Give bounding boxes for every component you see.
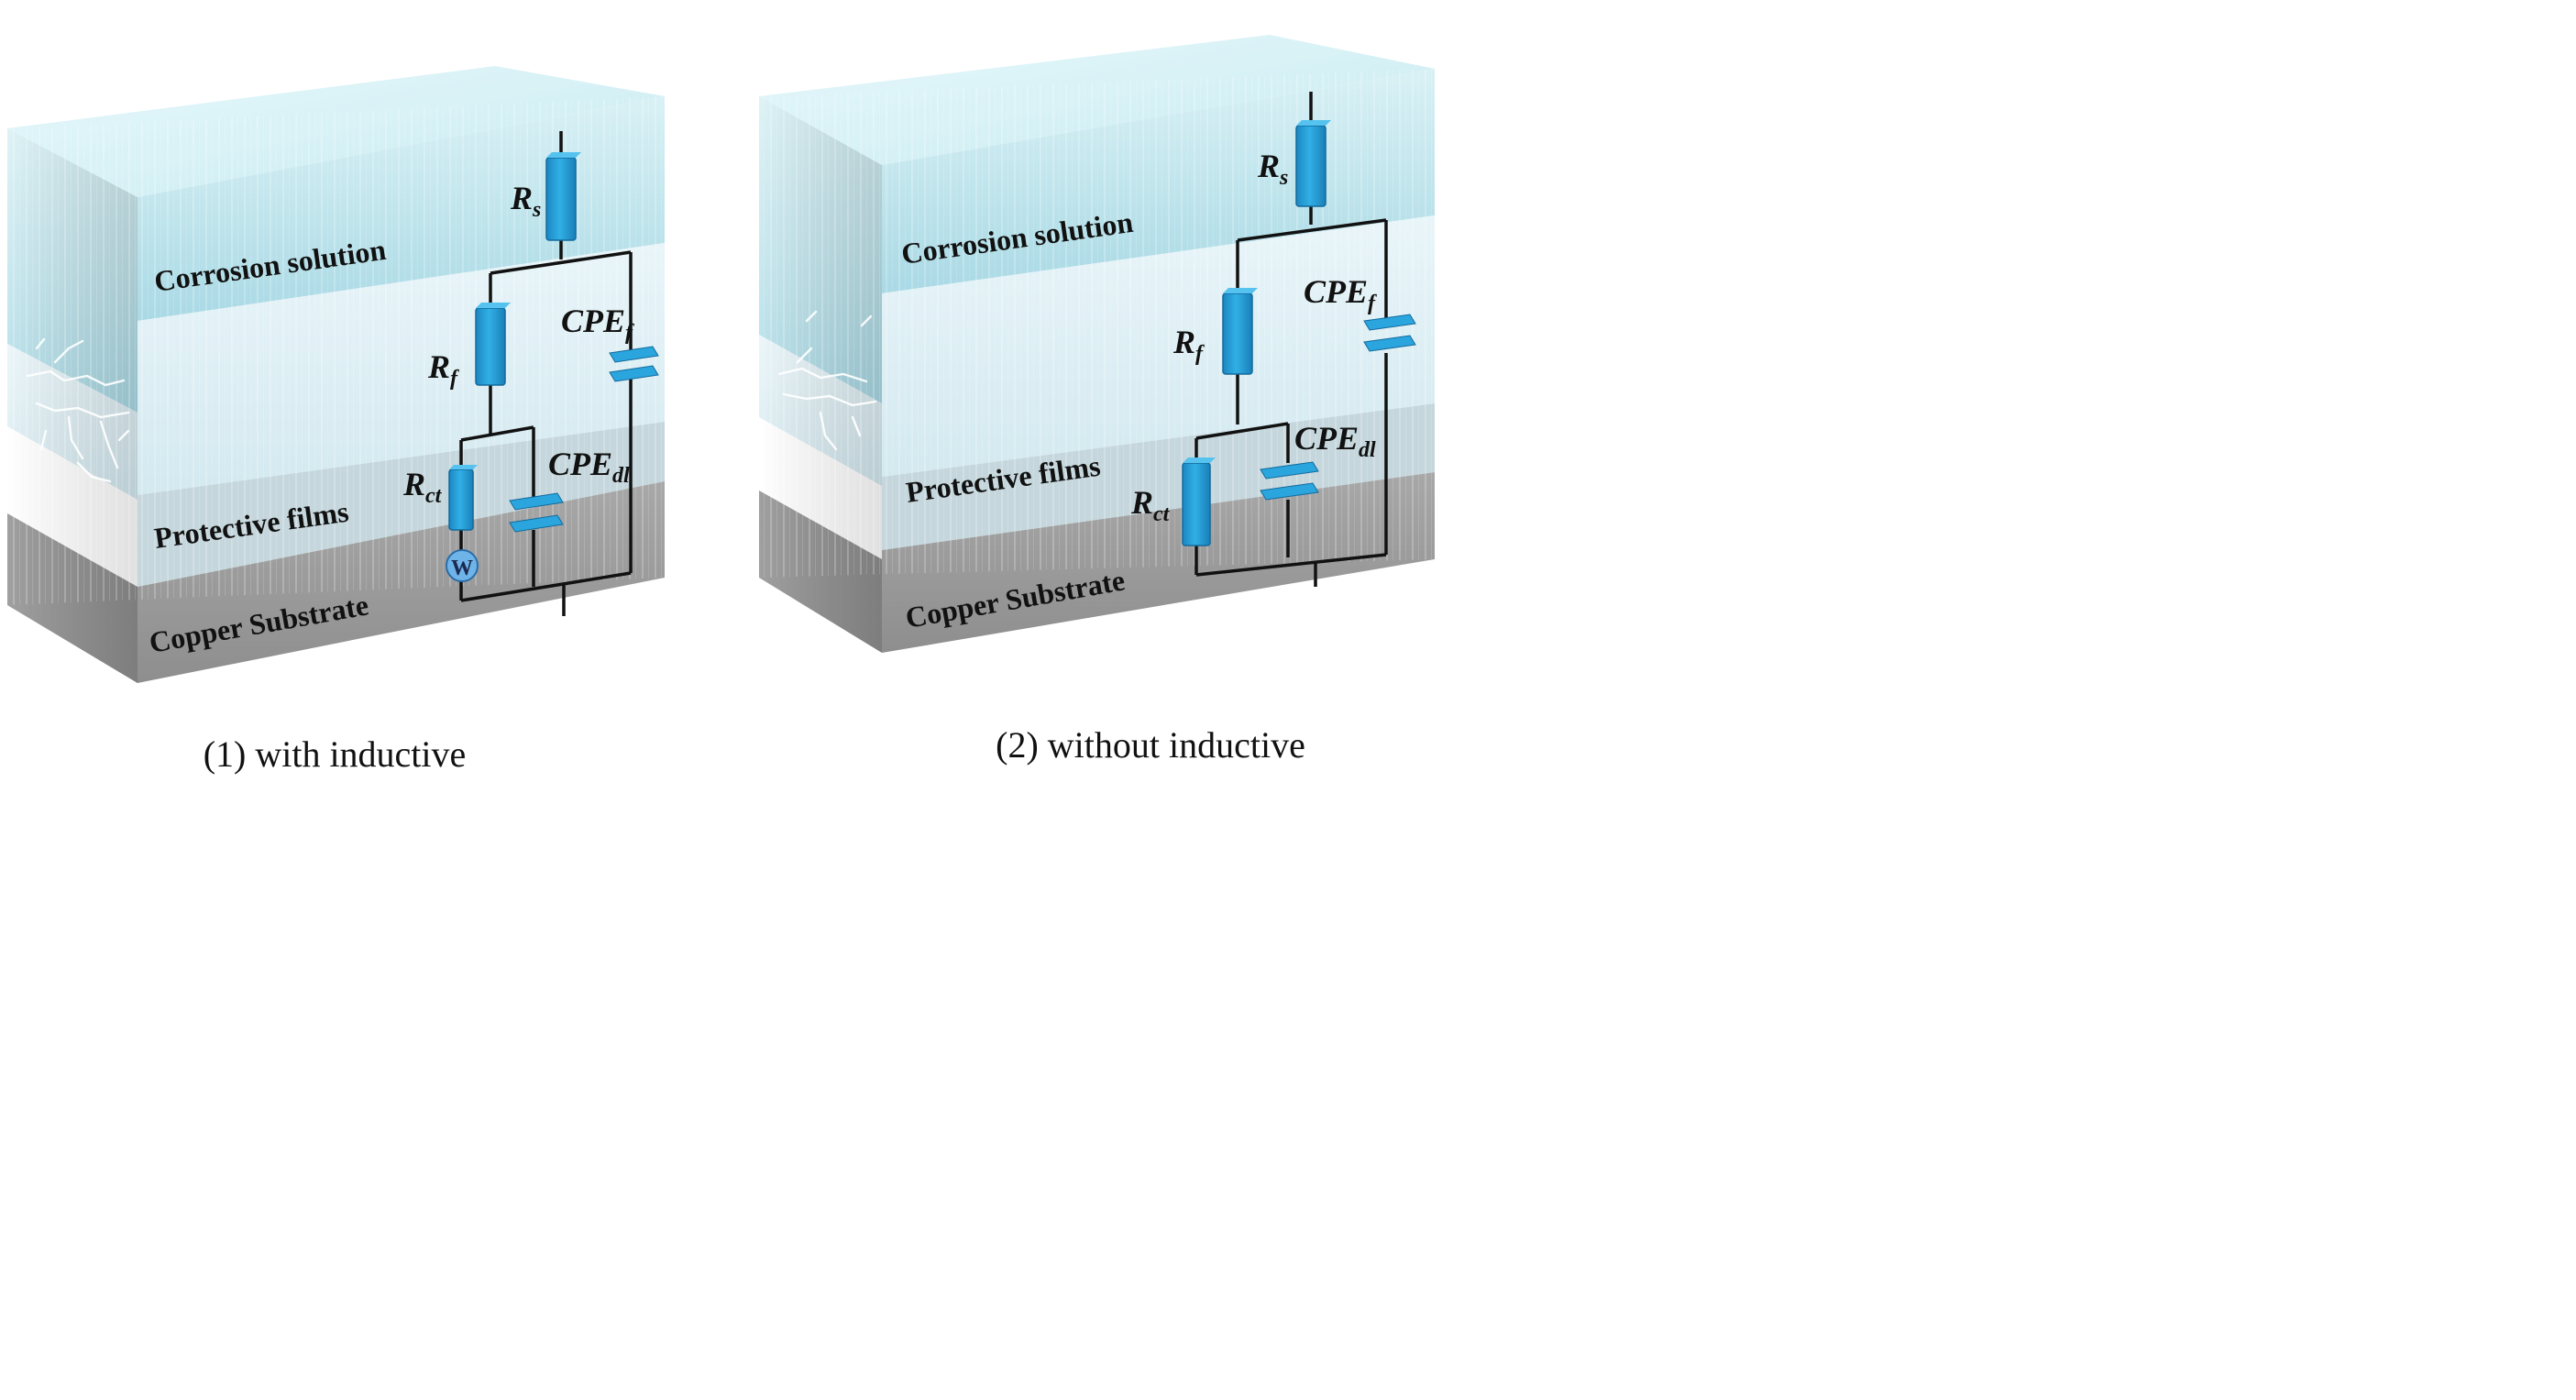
label-rct-1: Rct <box>402 466 443 508</box>
diagram-canvas: Corrosion solution Protective films Copp… <box>7 35 1435 775</box>
capacitor-cpe-f-2 <box>1363 314 1416 352</box>
warburg-element-1: W <box>446 549 479 582</box>
label-rf-1: Rf <box>427 348 459 391</box>
resistor-rct-2 <box>1182 457 1216 546</box>
label-rs-2: Rs <box>1257 148 1288 190</box>
film-cracks <box>26 337 130 483</box>
capacitor-cpe-f-1 <box>609 346 659 382</box>
resistor-rf-1 <box>475 303 511 386</box>
label-cpe-dl-2: CPEdl <box>1294 420 1376 462</box>
label-rf-2: Rf <box>1172 324 1205 366</box>
label-rs-1: Rs <box>510 180 541 222</box>
circuit-wires-1 <box>459 131 633 616</box>
panel-2: Corrosion solution Protective films Copp… <box>759 35 1435 766</box>
circuit-wires-2 <box>1194 92 1388 587</box>
caption-1: (1) with inductive <box>204 733 467 775</box>
warburg-label: W <box>451 557 473 580</box>
resistor-rct-1 <box>448 465 478 531</box>
capacitor-cpe-dl-2 <box>1260 461 1319 501</box>
resistor-rs-1 <box>545 152 581 241</box>
block-2 <box>759 35 1435 653</box>
capacitor-cpe-dl-1 <box>509 492 564 533</box>
panel-1: Corrosion solution Protective films Copp… <box>7 66 665 775</box>
resistor-rf-2 <box>1222 288 1258 375</box>
label-rct-2: Rct <box>1130 484 1171 526</box>
block-1 <box>7 66 665 683</box>
caption-2: (2) without inductive <box>996 724 1305 766</box>
label-cpe-f-2: CPEf <box>1304 273 1377 315</box>
label-cpe-f-1: CPEf <box>561 303 634 345</box>
film-cracks <box>777 310 877 451</box>
label-cpe-dl-1: CPEdl <box>548 446 630 488</box>
resistor-rs-2 <box>1295 120 1331 207</box>
